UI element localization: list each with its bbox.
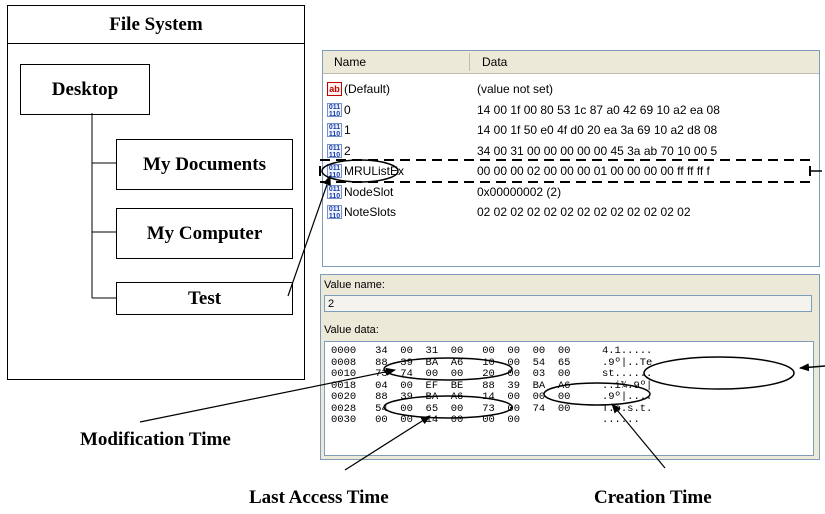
value-name-label: Value name: xyxy=(324,279,385,291)
binary-value-icon: 011 110 xyxy=(327,143,342,159)
last-access-time-bytes-ellipse xyxy=(383,395,513,419)
registry-value-name: (Default) xyxy=(344,82,391,96)
name-ascii-arrow xyxy=(799,363,825,372)
column-header-name[interactable]: Name xyxy=(334,55,367,69)
binary-value-icon: 011 110 xyxy=(327,184,342,200)
creation-time-bytes-ellipse xyxy=(543,382,651,406)
registry-value-data: 00 00 00 02 00 00 00 01 00 00 00 00 ff f… xyxy=(477,164,710,178)
modification-time-caption: Modification Time xyxy=(80,429,231,450)
creation-time-arrow xyxy=(611,403,666,469)
registry-value-name: NodeSlot xyxy=(344,184,394,199)
name-ascii-ellipse xyxy=(643,356,795,390)
last-access-time-arrow xyxy=(344,415,431,471)
hex-dump-line: 0000 34 00 31 00 00 00 00 00 4.1..... xyxy=(331,345,653,357)
file-system-diagram: File System Desktop My Documents My Comp… xyxy=(7,5,305,380)
tree-connectors xyxy=(91,113,116,299)
binary-value-icon: 011 110 xyxy=(327,123,342,138)
selected-row-highlight xyxy=(319,159,811,183)
registry-value-name: 2 xyxy=(344,143,351,158)
column-divider[interactable] xyxy=(469,53,470,71)
binary-value-icon: 011 110 xyxy=(327,205,342,220)
modification-time-arrow xyxy=(139,367,396,423)
hex-dump-line: 0030 00 00 14 00 00 00 ...... xyxy=(331,414,640,426)
registry-value-name: 1 xyxy=(344,123,351,137)
registry-value-data: (value not set) xyxy=(477,82,554,96)
my-computer-node: My Computer xyxy=(116,208,293,259)
test-to-entry-arrow xyxy=(287,175,331,297)
file-system-title: File System xyxy=(8,6,304,44)
binary-value-icon: 011 110 xyxy=(327,102,342,118)
my-documents-node: My Documents xyxy=(116,139,293,190)
registry-value-data: 34 00 31 00 00 00 00 00 45 3a ab 70 10 0… xyxy=(477,143,718,158)
registry-value-name: 0 xyxy=(344,102,351,117)
test-node: Test xyxy=(116,282,293,315)
hex-dump-line: 0010 73 74 00 00 20 00 03 00 st...... xyxy=(331,368,653,380)
list-header: Name Data xyxy=(323,51,819,74)
registry-value-data: 14 00 1f 50 e0 4f d0 20 ea 3a 69 10 a2 d… xyxy=(477,123,718,137)
registry-value-data: 14 00 1f 00 80 53 1c 87 a0 42 69 10 a2 e… xyxy=(477,102,720,117)
registry-value-data: 0x00000002 (2) xyxy=(477,184,562,199)
value-name-ellipse xyxy=(321,159,399,183)
registry-value-list: Name Data ab(Default) (value not set) 011 … xyxy=(322,50,820,267)
column-header-data[interactable]: Data xyxy=(482,55,508,69)
registry-value-name: NoteSlots xyxy=(344,205,397,219)
hex-dump-line: 0008 88 39 BA A6 10 00 54 65 .9º|..Te xyxy=(331,356,653,369)
value-data-label: Value data: xyxy=(324,324,379,336)
registry-value-row[interactable]: ab(Default) (value not set) xyxy=(323,79,819,99)
last-access-time-caption: Last Access Time xyxy=(249,487,389,508)
value-name-field[interactable]: 2 xyxy=(324,295,812,312)
creation-time-caption: Creation Time xyxy=(594,487,712,508)
registry-value-name: MRUListEx xyxy=(344,164,405,178)
binary-value-icon: 011 110 xyxy=(327,164,342,179)
registry-value-data: 02 02 02 02 02 02 02 02 02 02 02 02 02 xyxy=(477,205,691,219)
string-value-icon: ab xyxy=(327,82,342,96)
modification-time-bytes-ellipse xyxy=(383,357,513,381)
desktop-node: Desktop xyxy=(20,64,150,115)
